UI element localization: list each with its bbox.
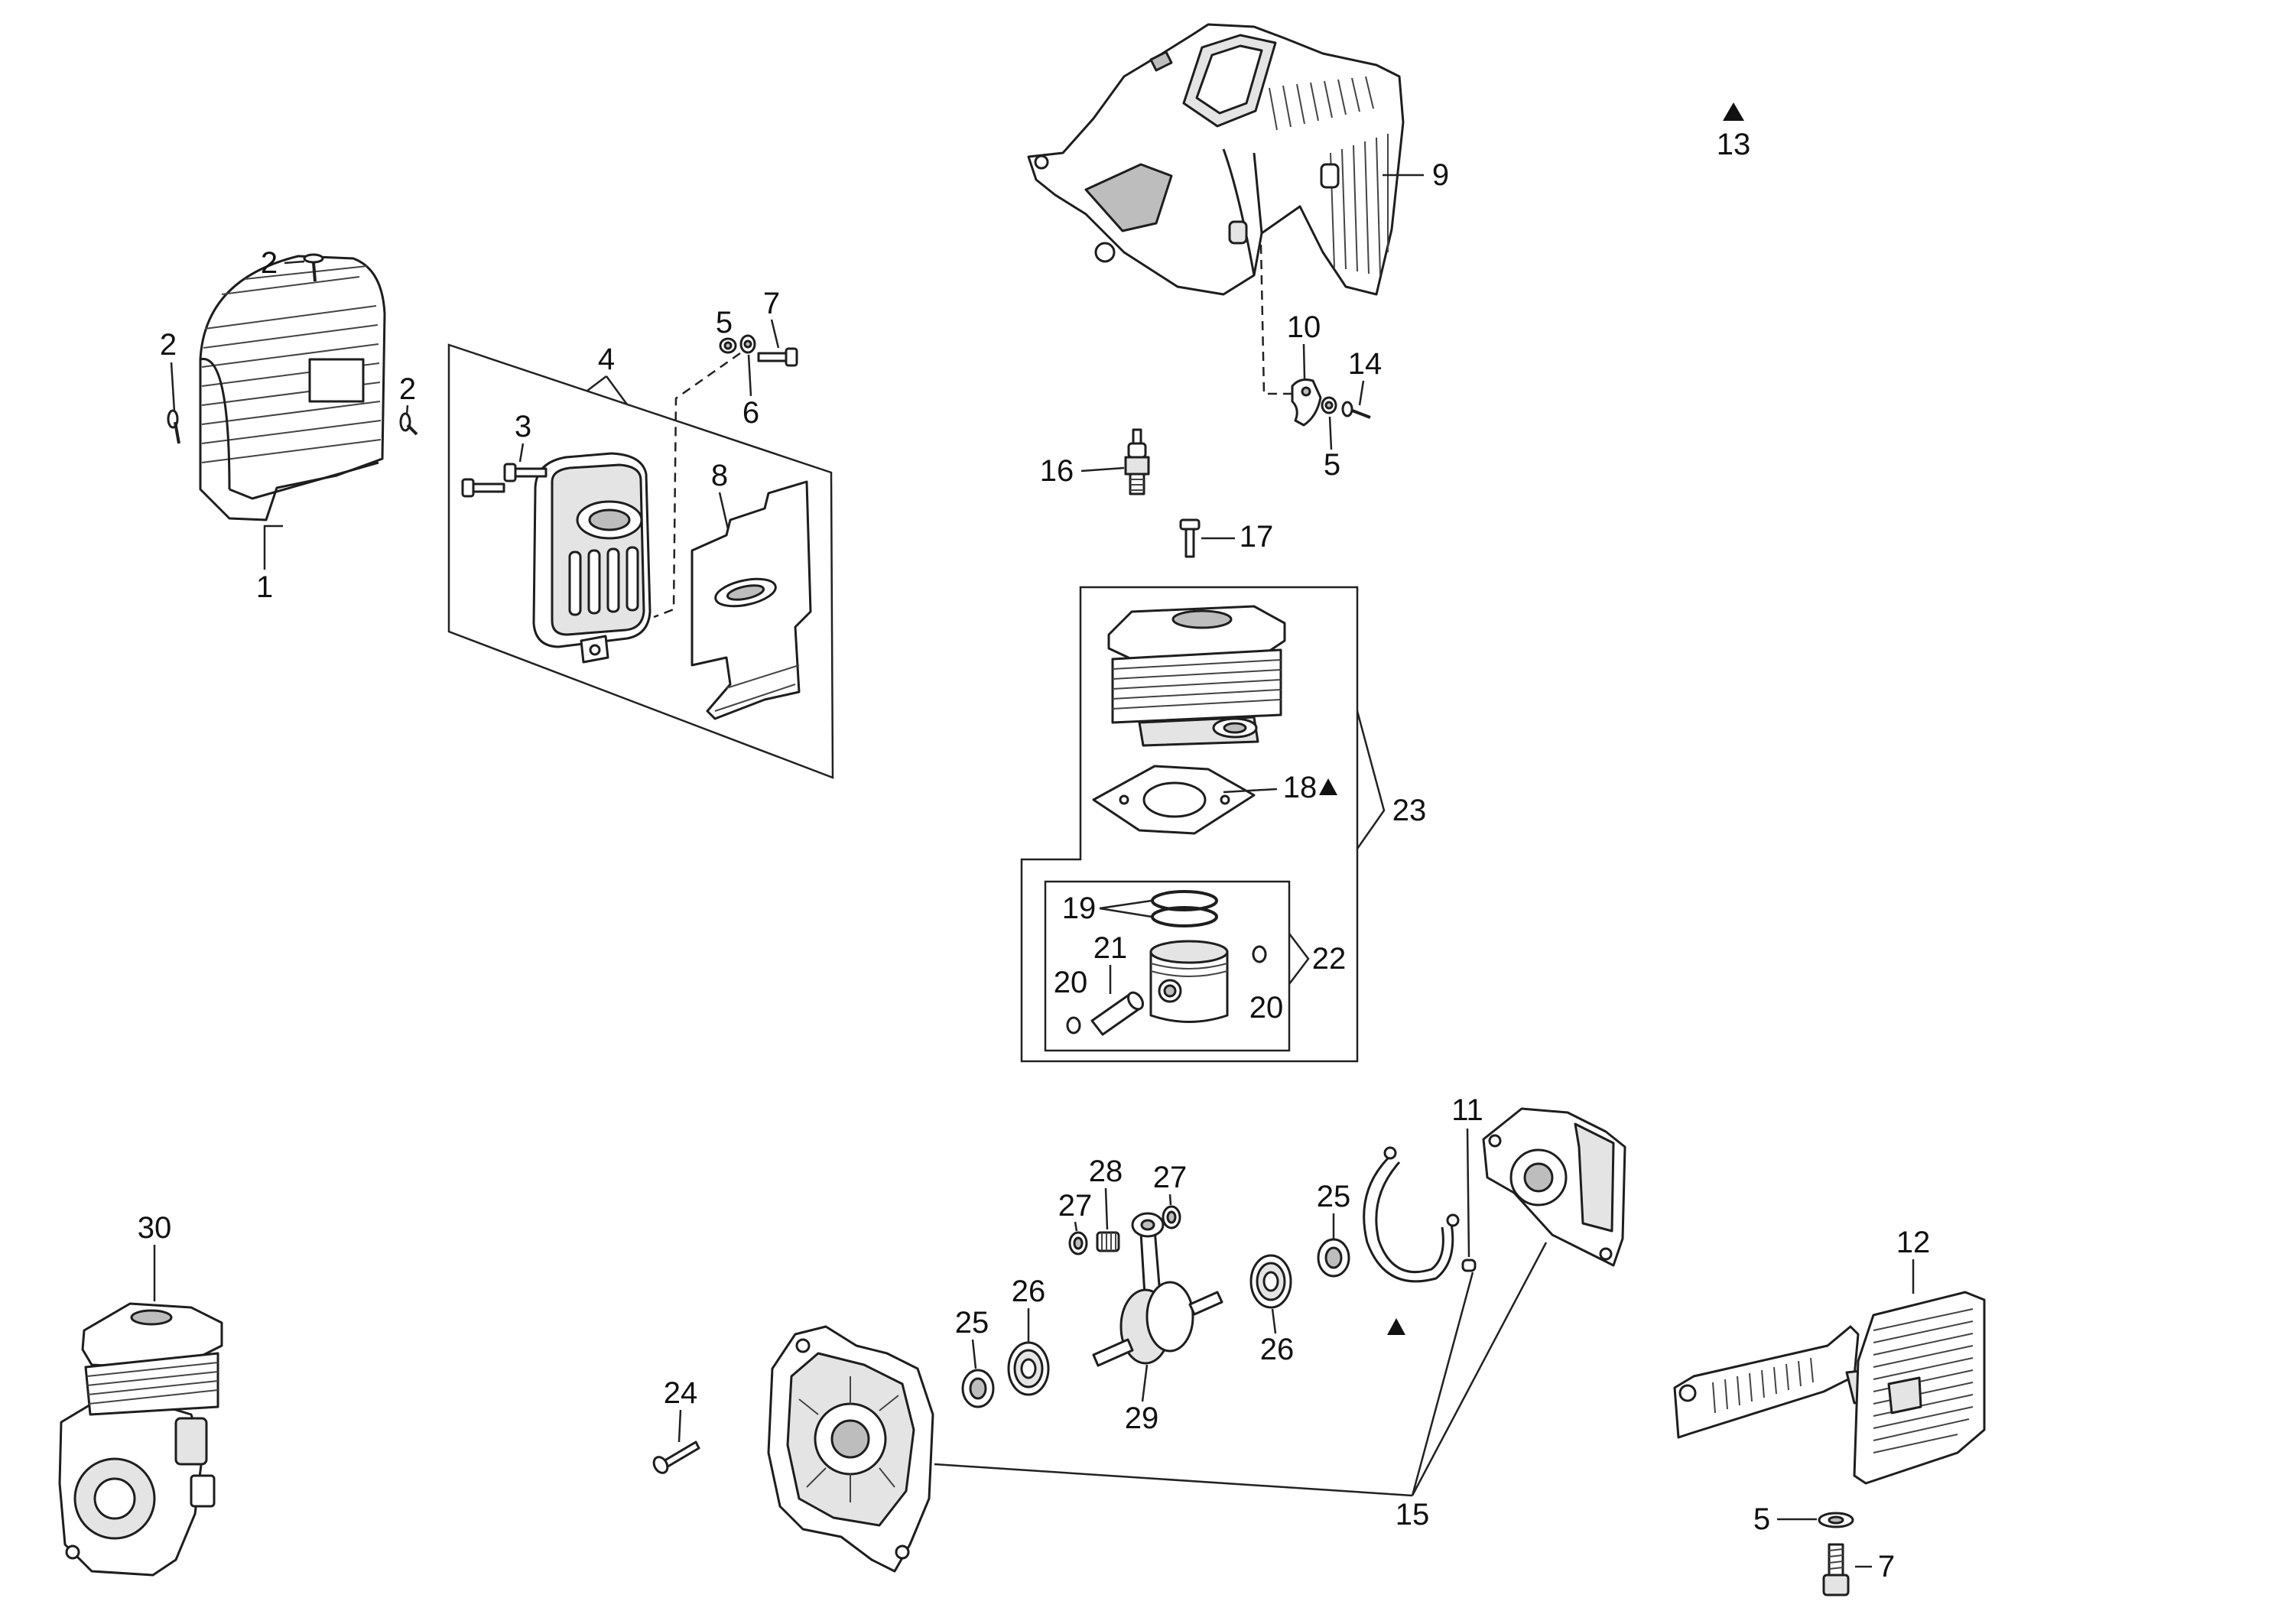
- muffler-kit-frame: [447, 343, 834, 779]
- crankshaft-29: [1092, 1212, 1223, 1367]
- callout-label: 26: [1260, 1333, 1295, 1366]
- callout-label: 2: [160, 328, 177, 362]
- crankcase-half-right: [1482, 1107, 1626, 1267]
- dowel-pin-11: [1461, 1259, 1477, 1272]
- callout-label: 7: [1878, 1550, 1895, 1583]
- washer-5-bracket: [1321, 396, 1337, 414]
- triangle-marker-icon: [1387, 1318, 1405, 1335]
- callout-label: 20: [1054, 966, 1088, 999]
- bracket-22: [1288, 933, 1310, 985]
- heat-shield: [690, 480, 812, 720]
- piston-kit-frame: [1044, 880, 1291, 1052]
- callout-label: 6: [742, 396, 759, 430]
- callout-label: 25: [955, 1306, 989, 1340]
- callout-label: 9: [1432, 158, 1449, 192]
- callout-label: 2: [261, 246, 278, 280]
- callout-label: 13: [1717, 128, 1751, 161]
- bracket-dashed-line: [1259, 244, 1292, 395]
- callout-label: 23: [1392, 794, 1427, 827]
- washer-5-guard: [1818, 1512, 1854, 1528]
- callout-label: 12: [1896, 1226, 1931, 1259]
- callout-label: 5: [1753, 1502, 1770, 1536]
- cover-window: [308, 358, 365, 403]
- cylinder: [1107, 605, 1286, 747]
- triangle-marker-icon: [1319, 778, 1337, 795]
- callout-label: 14: [1348, 347, 1383, 381]
- callout-label: 5: [716, 306, 733, 339]
- callout-label: 18: [1283, 771, 1318, 804]
- callout-label: 11: [1451, 1093, 1483, 1127]
- crankcase-half-left: [767, 1325, 934, 1573]
- top-engine-cover: [1027, 23, 1405, 296]
- lock-washer-6: [739, 334, 756, 354]
- callout-label: 10: [1287, 310, 1321, 344]
- callout-label: 7: [763, 287, 780, 320]
- triangle-marker-icon: [1723, 102, 1744, 121]
- muffler: [532, 452, 651, 664]
- callout-label: 8: [711, 459, 728, 492]
- muffler-cover-shield: [199, 255, 386, 521]
- washer-5-muffler: [719, 337, 737, 354]
- screw-2-left: [167, 409, 180, 444]
- bolt-7-muffler: [757, 347, 798, 367]
- leader-lines: [153, 174, 1915, 1568]
- ball-bearing-26-left: [1007, 1341, 1050, 1396]
- bracket-10: [1291, 378, 1322, 427]
- callout-label: 24: [664, 1376, 698, 1410]
- oil-seal-25-right: [1317, 1238, 1350, 1278]
- bolt-17: [1179, 518, 1201, 558]
- callout-label: 5: [1324, 448, 1340, 482]
- callout-label: 20: [1249, 991, 1284, 1025]
- callout-label: 22: [1312, 942, 1347, 976]
- callout-label: 17: [1240, 520, 1274, 554]
- callout-label: 3: [515, 410, 531, 443]
- callout-label: 1: [256, 570, 273, 604]
- callout-label: 2: [399, 372, 416, 406]
- circlip-20-right: [1252, 945, 1267, 963]
- callout-label: 27: [1153, 1161, 1188, 1194]
- callout-label: 29: [1125, 1402, 1159, 1435]
- callout-label: 30: [138, 1211, 172, 1245]
- screw-14: [1341, 401, 1371, 419]
- needle-bearing-28: [1096, 1231, 1120, 1252]
- spark-plug-16: [1124, 428, 1150, 495]
- piston-pin-21: [1090, 991, 1145, 1036]
- cylinder-kit-frame: [1020, 586, 1359, 1063]
- callout-label: 16: [1040, 454, 1074, 488]
- cylinder-gasket-18: [1092, 765, 1256, 835]
- thrust-washer-27-left: [1068, 1231, 1088, 1255]
- piston-rings-19: [1151, 890, 1218, 927]
- muffler-bolt-3a: [461, 478, 505, 498]
- screw-2-right: [399, 412, 418, 436]
- callout-label: 19: [1062, 892, 1097, 925]
- ball-bearing-26-right: [1249, 1254, 1292, 1309]
- assembly-dashed-line: [653, 352, 741, 619]
- bolt-7-guard: [1822, 1543, 1850, 1596]
- callout-label: 25: [1317, 1180, 1351, 1213]
- crankcase-gasket: [1363, 1146, 1460, 1283]
- thrust-washer-27-right: [1162, 1205, 1181, 1229]
- muffler-bolt-3b: [503, 463, 548, 482]
- callout-label: 28: [1089, 1155, 1123, 1188]
- piston: [1149, 940, 1229, 1023]
- oil-seal-25-left: [961, 1369, 995, 1408]
- guard-shield-12: [1673, 1291, 1986, 1485]
- screw-24: [652, 1440, 700, 1474]
- callout-label: 15: [1396, 1498, 1430, 1531]
- screw-2-top: [303, 253, 324, 282]
- engine-assembly-30: [58, 1302, 223, 1577]
- callout-label: 21: [1093, 931, 1128, 965]
- callout-labels: 2 2 2 1 4 5 7 6 3 8 9 10 14 5 16 17 13 1…: [138, 128, 1931, 1583]
- bracket-23: [1356, 710, 1386, 849]
- callout-label: 4: [598, 343, 615, 376]
- circlip-20-left: [1066, 1016, 1081, 1034]
- callout-label: 26: [1012, 1275, 1046, 1308]
- callout-label: 27: [1058, 1189, 1093, 1223]
